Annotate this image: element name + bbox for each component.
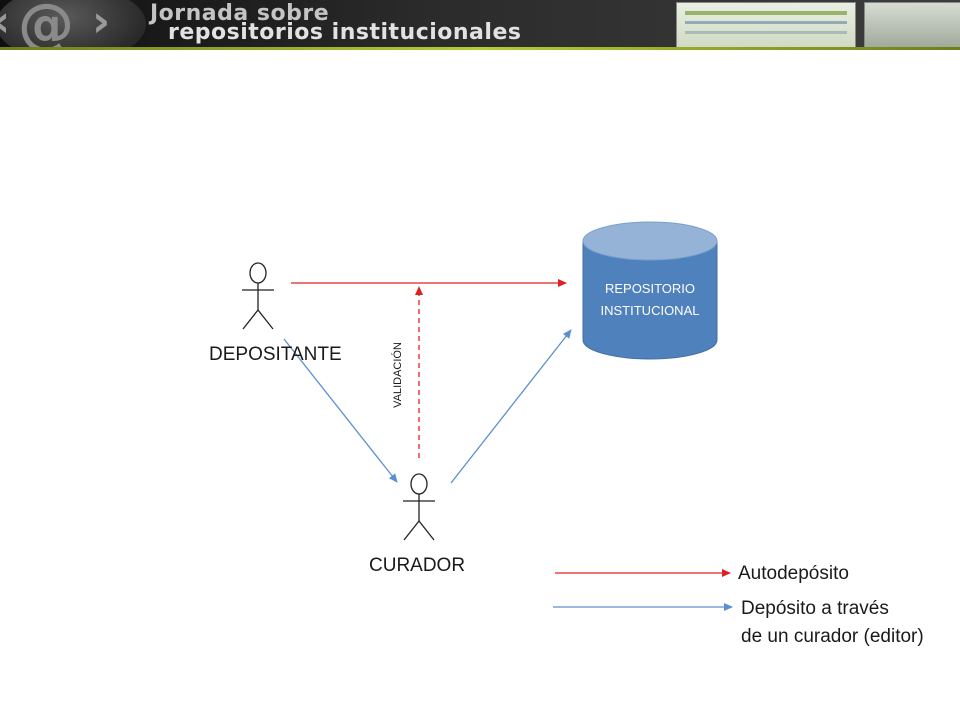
repositorio-label: REPOSITORIO INSTITUCIONAL	[583, 278, 717, 322]
repositorio-label-line-2: INSTITUCIONAL	[600, 303, 700, 318]
chevron-left-icon: ‹	[0, 0, 10, 47]
legend-autodeposito-label: Autodepósito	[738, 563, 849, 584]
curador-to-repositorio-arrow	[450, 329, 572, 484]
chevron-right-icon: ›	[92, 0, 111, 47]
header-banner: ‹ @ › Jornada sobre repositorios institu…	[0, 0, 960, 48]
repositorio-label-line-1: REPOSITORIO	[604, 281, 696, 296]
banner-accent-stripe	[0, 47, 960, 50]
repository-database-icon	[582, 221, 718, 360]
website-screenshot-thumbnail	[676, 2, 856, 48]
at-sign-icon: @	[18, 0, 74, 48]
depositante-label: DEPOSITANTE	[209, 344, 342, 365]
banner-title-line-2: repositorios institucionales	[168, 20, 522, 45]
depositante-to-curador-arrow	[283, 338, 398, 483]
legend-via-curador-label-line-2: de un curador (editor)	[741, 626, 924, 647]
depositante-actor-icon	[242, 262, 274, 330]
validacion-label: VALIDACIÓN	[392, 342, 404, 408]
logo-badge	[0, 0, 146, 48]
legend-via-curador-label-line-1: Depósito a través	[741, 598, 889, 619]
curador-actor-icon	[403, 473, 435, 541]
website-screenshot-thumbnail	[864, 2, 960, 48]
banner-title-line-1: Jornada sobre	[150, 1, 330, 26]
curador-label: CURADOR	[369, 555, 466, 576]
